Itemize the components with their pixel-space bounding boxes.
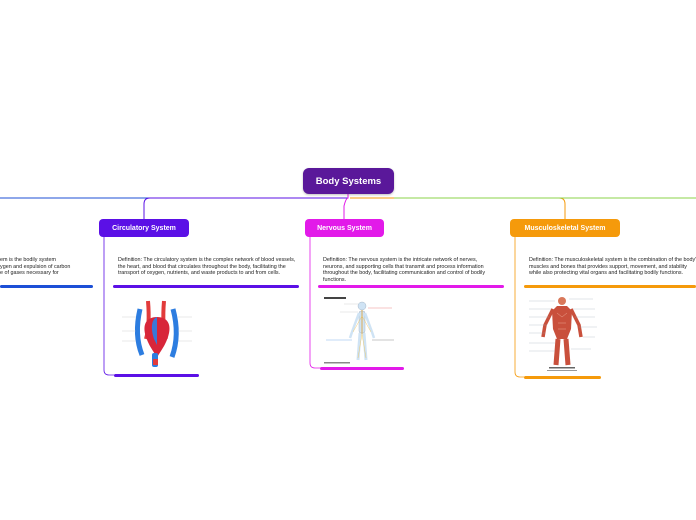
respiratory-underline bbox=[0, 285, 93, 288]
musculoskeletal-image-underline bbox=[524, 376, 601, 379]
nervous-system-figure-icon[interactable] bbox=[322, 294, 398, 366]
nervous-image-underline bbox=[320, 367, 404, 370]
topic-label: Circulatory System bbox=[112, 224, 176, 232]
root-topic-label: Body Systems bbox=[315, 175, 382, 187]
respiratory-definition[interactable]: em is the bodily system ygen and expulsi… bbox=[0, 257, 90, 277]
definition-line: em is the bodily system bbox=[0, 257, 57, 263]
circulatory-underline bbox=[113, 285, 299, 288]
topic-musculoskeletal-system[interactable]: Musculoskeletal System bbox=[510, 219, 620, 237]
topic-label: Musculoskeletal System bbox=[524, 224, 606, 232]
topic-label: Nervous System bbox=[317, 224, 372, 232]
topic-nervous-system[interactable]: Nervous System bbox=[305, 219, 384, 237]
musculoskeletal-underline bbox=[524, 285, 696, 288]
definition-line: e of gases necessary for bbox=[0, 270, 59, 277]
circulatory-image-underline bbox=[114, 374, 199, 377]
musculoskeletal-definition[interactable]: Definition: The musculoskeletal system i… bbox=[529, 257, 696, 277]
heart-diagram-icon[interactable] bbox=[118, 295, 196, 371]
nervous-underline bbox=[318, 285, 504, 288]
nervous-definition[interactable]: Definition: The nervous system is the in… bbox=[323, 257, 486, 283]
circulatory-definition[interactable]: Definition: The circulatory system is th… bbox=[118, 257, 296, 277]
muscle-anatomy-figure-icon[interactable] bbox=[527, 295, 599, 373]
topic-circulatory-system[interactable]: Circulatory System bbox=[99, 219, 189, 237]
root-topic[interactable]: Body Systems bbox=[303, 168, 394, 194]
definition-line: ygen and expulsion of carbon bbox=[0, 263, 71, 270]
